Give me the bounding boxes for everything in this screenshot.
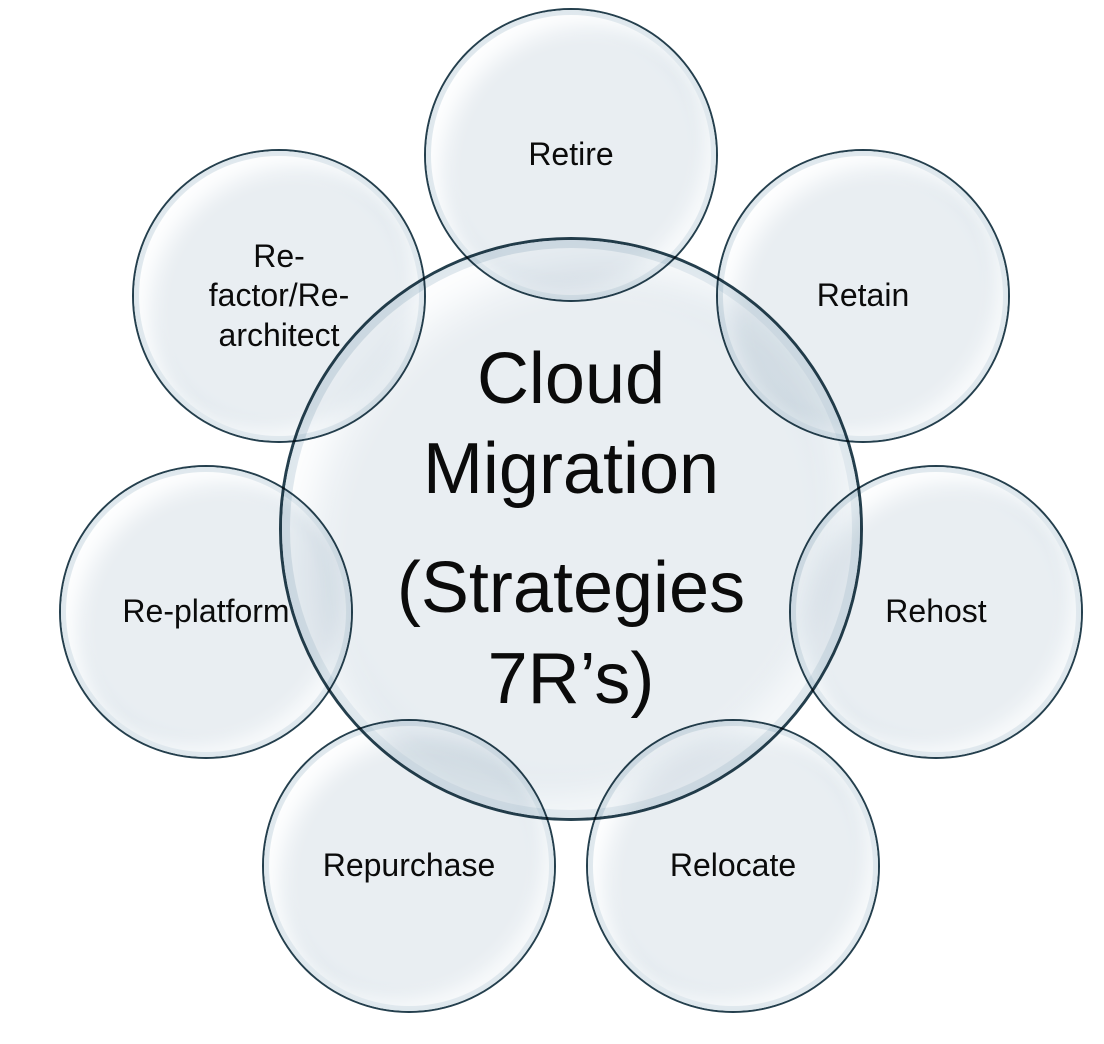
bubble-repurchase-label: Repurchase xyxy=(322,847,496,884)
bubble-retain: Retain xyxy=(718,151,1008,441)
center-bubble-label: Cloud Migration (Strategies 7R’s) xyxy=(341,334,801,725)
bubble-replatform-label: Re-platform xyxy=(122,593,290,630)
bubble-relocate: Relocate xyxy=(588,721,878,1011)
bubble-replatform: Re-platform xyxy=(61,467,351,757)
bubble-refactor-rearchitect-label: Re-factor/Re-architect xyxy=(208,238,350,353)
bubble-repurchase: Repurchase xyxy=(264,721,554,1011)
center-title: Cloud Migration xyxy=(422,338,720,510)
bubble-rehost-label: Rehost xyxy=(885,593,987,630)
bubble-relocate-label: Relocate xyxy=(669,847,797,884)
bubble-rehost: Rehost xyxy=(791,467,1081,757)
bubble-retain-label: Retain xyxy=(816,277,910,314)
center-subtitle: (Strategies 7R’s) xyxy=(396,548,746,719)
bubble-refactor-rearchitect: Re-factor/Re-architect xyxy=(134,151,424,441)
bubble-retire-label: Retire xyxy=(528,136,614,173)
bubble-retire: Retire xyxy=(426,10,716,300)
